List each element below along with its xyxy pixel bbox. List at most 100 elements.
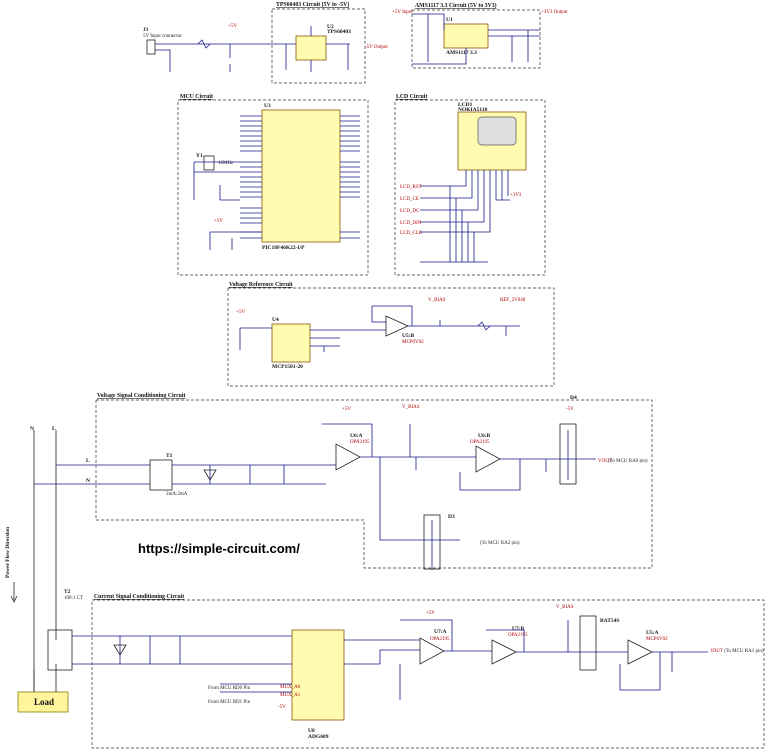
u7a-name: OPA2195 [430, 637, 450, 642]
t1-transformer [149, 459, 173, 491]
mcp1501-ic [271, 323, 311, 363]
d2-diode-pair [579, 615, 597, 671]
vref-vbias: V_BIAS [428, 298, 446, 303]
mcu-ic-ref: U3 [264, 103, 271, 109]
t2-current-transformer [47, 629, 73, 671]
ams-plus3v3-output: +3V3 Output [541, 10, 568, 15]
d3-label: D3 [448, 514, 455, 520]
tps-ic-ref: U2 [327, 24, 334, 30]
mux-ref: U8 [308, 728, 315, 734]
crystal-y1 [203, 155, 215, 171]
vsig-title: Voltage Signal Conditioning Circuit [97, 393, 185, 399]
vsig-plus5v: +5V [342, 407, 351, 412]
csig-block [91, 599, 765, 749]
csig-to-ra1: (To MCU RA1 pin) [724, 649, 764, 654]
mains-n-label: N [30, 426, 34, 432]
mcu-plus5v: +5V [214, 219, 223, 224]
lcd-ic-name: NOKIA5110 [458, 107, 488, 113]
tvs-diode-vsig [203, 469, 217, 481]
t1-part: 2mA:2mA [166, 492, 188, 497]
u6b-name: OPA2195 [470, 440, 490, 445]
mcu-title: MCU Circuit [180, 94, 213, 100]
vsig-to-ra0: (To MCU RA0 pin) [608, 459, 648, 464]
lcd-rst-net: LCD_RST [400, 185, 422, 190]
csig-plus5v: +5V [426, 611, 435, 616]
ams-title: AMS1117 3.3 Circuit (5V to 3V3) [415, 2, 497, 9]
load-box [17, 691, 69, 713]
j1-desc: 5V Input connector [143, 34, 182, 39]
load-label: Load [34, 697, 54, 707]
u7b-opamp [491, 639, 517, 665]
pic18f46k22-ic [261, 109, 341, 243]
mcu-ic-name: PIC18F46K22-I/P [262, 245, 305, 251]
csig-iout: IOUT [711, 649, 723, 654]
u6a-ref: U6:A [350, 433, 363, 439]
vsig-to-ra2: (To MCU RA2 pin) [480, 541, 520, 546]
vref-ic-name: MCP1501-20 [272, 364, 303, 370]
u7a-ref: U7:A [434, 629, 447, 635]
from-rd0: From MCU RD0 Pin [208, 686, 251, 691]
vsig-block [95, 399, 653, 569]
u7b-name: OPA2195 [508, 633, 528, 638]
u5a-opamp [627, 639, 653, 665]
lcd-ref: LCD1 [458, 102, 473, 108]
j1-plus5v: +5V [228, 24, 237, 29]
ams1117-ic [443, 23, 489, 49]
ams-ic-ref: U1 [446, 17, 453, 23]
j1-connector [146, 39, 156, 55]
mux-a1-net: MUX_A1 [280, 693, 301, 698]
vsig-minus5v: -5V [566, 407, 574, 412]
lcd-block [394, 99, 546, 276]
d4-label: D4 [570, 395, 577, 401]
d4-diode-pair [559, 423, 577, 485]
vref-ic-ref: U4 [272, 317, 279, 323]
ams1117-block [411, 9, 541, 69]
mains-l-label: L [52, 426, 56, 432]
j1-label: J1 [143, 27, 149, 33]
vsig-l-label: L [86, 458, 90, 464]
ams-ic-name: AMS1117 3.3 [446, 50, 477, 56]
y1-value: 16MHz [218, 161, 234, 166]
u5a-name: MCP6V02 [646, 637, 668, 642]
y1-label: Y1 [196, 153, 203, 159]
vsig-n-label: N [86, 478, 90, 484]
d3-diode-pair [423, 514, 441, 570]
lcd-din-net: LCD_DIN [400, 221, 422, 226]
tps60403-block [271, 8, 366, 84]
vref-plus5v: +5V [236, 310, 245, 315]
tps-title: TPS60403 Circuit (5V to -5V) [276, 1, 349, 8]
website-watermark: https://simple-circuit.com/ [138, 541, 300, 556]
u5b-opamp [385, 315, 409, 337]
d2-label: BAT54S [600, 618, 619, 624]
vsig-vbias: V_BIAS [402, 405, 420, 410]
tvs-diode-csig [113, 644, 127, 656]
u5a-ref: U5:A [646, 630, 659, 636]
csig-title: Current Signal Conditioning Circuit [94, 594, 184, 600]
vsig-vout: VOUT [598, 459, 612, 464]
u7b-ref: U7:B [512, 626, 525, 632]
vref-title: Voltage Reference Circuit [229, 282, 293, 288]
tps-minus5v-output: -5V Output [365, 45, 388, 50]
power-flow-label: Power Flow Direction [5, 527, 11, 578]
u6a-name: OPA2195 [350, 440, 370, 445]
csig-vbias: V_BIAS [556, 605, 574, 610]
u5b-name: MCP6V02 [402, 340, 424, 345]
lcd-screen [477, 116, 517, 146]
adg609-mux [291, 629, 345, 721]
u6b-opamp [475, 445, 501, 473]
mux-name: ADG609 [308, 734, 329, 740]
mux-a0-net: MUX_A0 [280, 685, 301, 690]
from-rd1: From MCU RD1 Pin [208, 700, 251, 705]
lcd-ce-net: LCD_CE [400, 197, 419, 202]
t1-label: T1 [166, 453, 173, 459]
tps-ic-name: TPS60403 [327, 29, 351, 35]
u7a-opamp [419, 637, 445, 665]
mcu-block [177, 99, 369, 276]
u6a-opamp [335, 443, 361, 471]
lcd-title: LCD Circuit [396, 94, 427, 100]
lcd-clk-net: LCD_CLK [400, 231, 423, 236]
csig-minus5v: -5V [278, 705, 286, 710]
vref-block [227, 287, 555, 387]
t2-part: 100:1 CT [64, 596, 83, 601]
